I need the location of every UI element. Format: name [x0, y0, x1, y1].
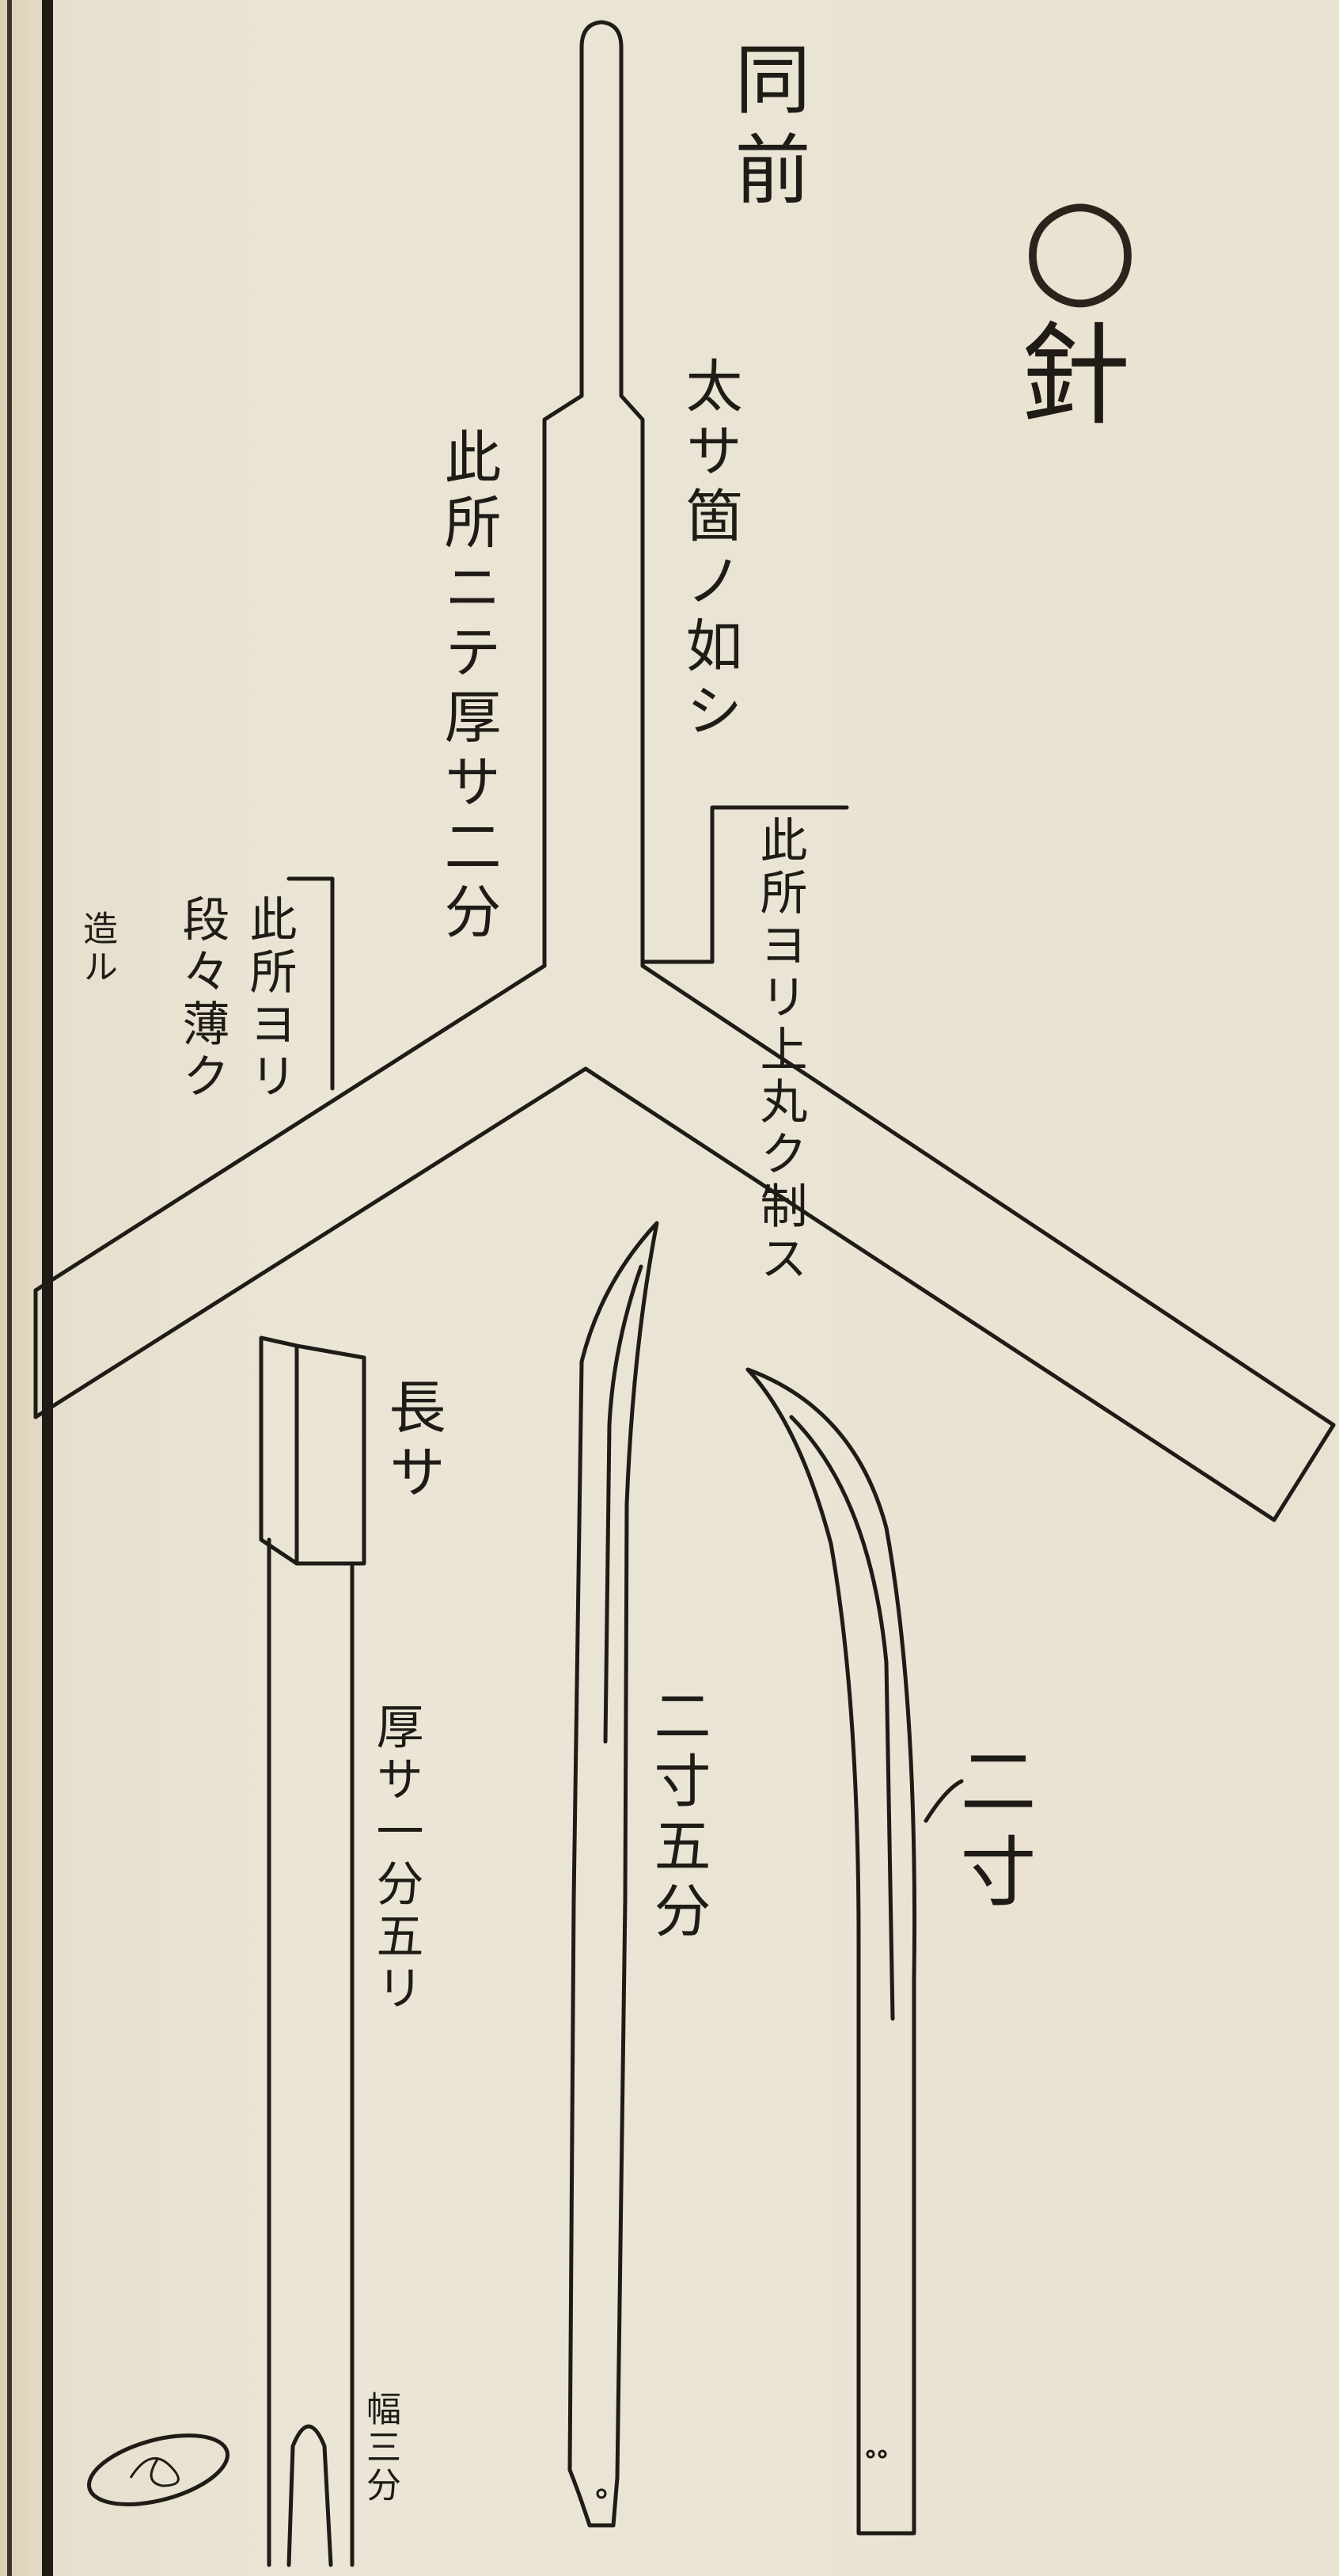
label-same-as-before: 同前: [722, 40, 810, 220]
oval-mark: [87, 2434, 229, 2506]
right-blade-inner-line: [789, 1415, 895, 2021]
label-left-thin-c: 造ル: [77, 910, 117, 986]
grip-bottom-tip: [286, 2424, 333, 2567]
label-length: 長サ: [379, 1377, 446, 1507]
oval-mark-figure: [129, 2457, 180, 2487]
tip-hole-right-a: [866, 2449, 875, 2459]
middle-blade-inner-line: [603, 1264, 643, 1744]
shaft-outline-left: [542, 393, 584, 968]
right-blade-outline: [745, 1367, 917, 2536]
middle-blade-outline: [567, 1221, 659, 2528]
label-thickness-small: 厚サ一分五リ: [368, 1702, 423, 2016]
shaft-outline-right: [619, 393, 645, 968]
grip-cap: [259, 1335, 366, 1566]
label-left-thickness: 此所ニテ厚サ二分: [434, 427, 501, 947]
title-needle: 針: [1000, 317, 1129, 427]
leader-bracket-right: [640, 805, 849, 964]
label-upper-width: 太サ箇ノ如シ: [676, 356, 742, 746]
needle-tip-outline: [579, 20, 624, 398]
label-middle-blade-length: 二寸五分: [644, 1686, 711, 1946]
label-left-thin-a: 此所ヨリ: [241, 895, 297, 1104]
leader-bracket-left: [286, 876, 335, 1091]
grip-shaft: [267, 1537, 355, 2567]
y-chevron: [33, 1066, 1336, 1522]
label-right-round: 此所ヨリ上丸ク制ス: [752, 815, 807, 1286]
label-right-blade-length: 二寸: [947, 1742, 1036, 1922]
tip-hole-middle: [596, 2488, 607, 2499]
right-blade-leader: [924, 1779, 964, 1823]
label-left-thin-b: 段々薄ク: [174, 895, 229, 1104]
circle-mark: ○: [1002, 166, 1159, 323]
label-width: 幅三分: [360, 2391, 400, 2505]
tip-hole-right-b: [878, 2449, 887, 2459]
right-arm-upper-edge: [640, 963, 1336, 1427]
left-arm-upper-edge: [33, 963, 547, 1293]
